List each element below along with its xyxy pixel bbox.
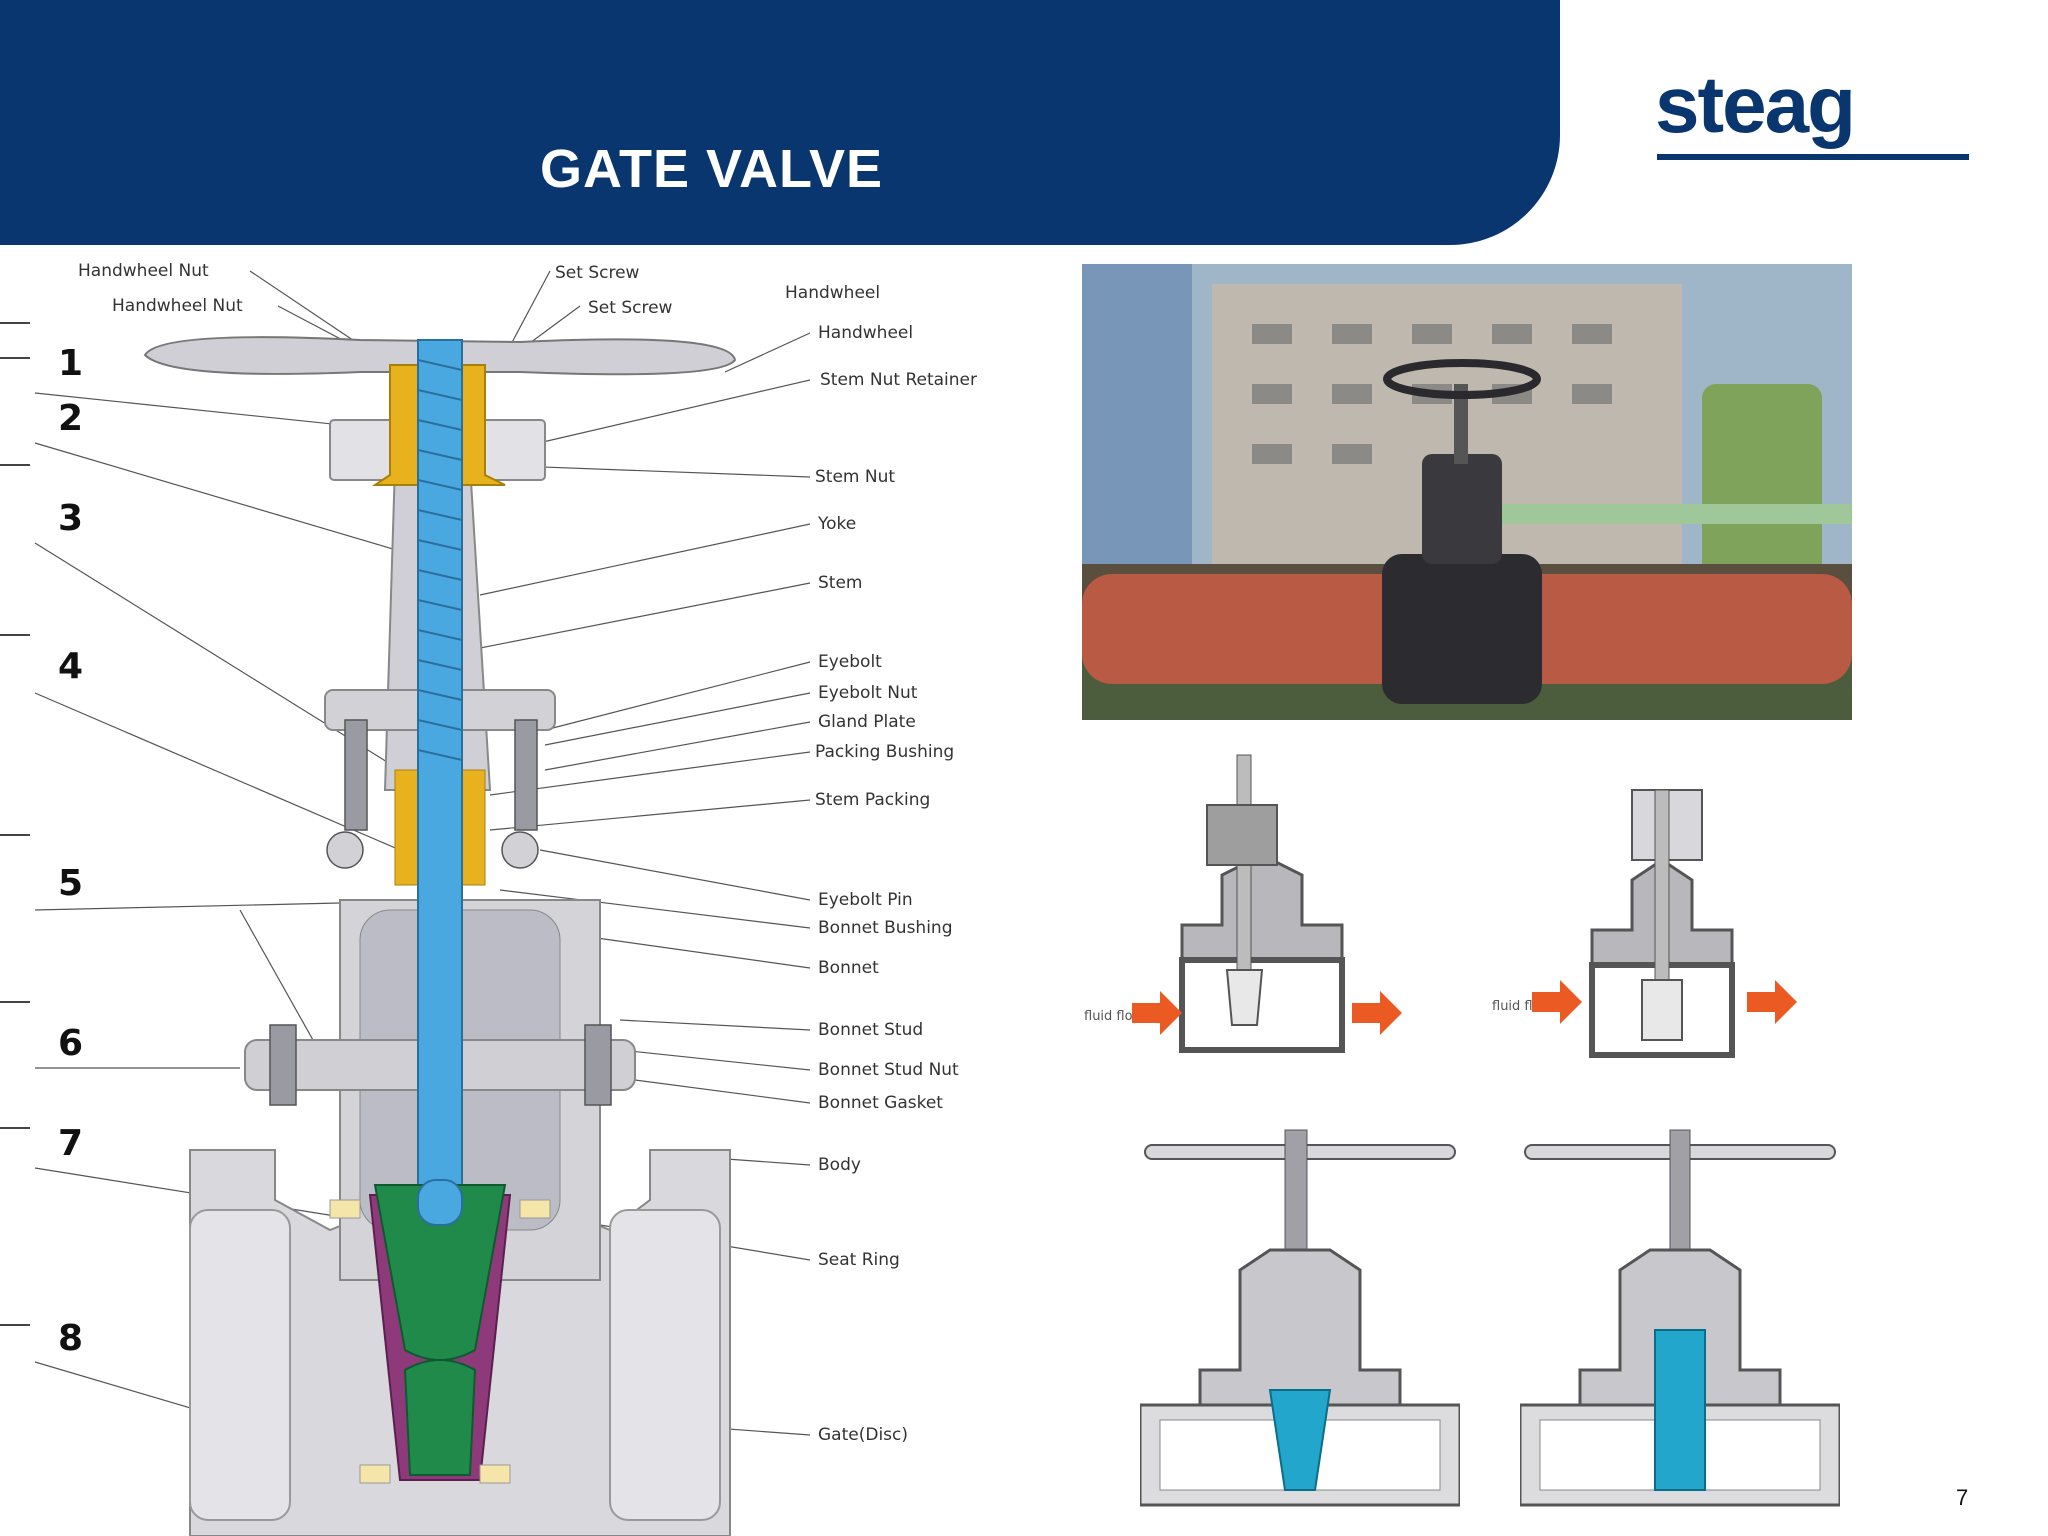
part-labels: Handwheel Nut Set Screw Handwheel Handwh… (78, 261, 977, 1445)
label-body: Body (818, 1155, 861, 1175)
label-top-handwheel-nut: Handwheel Nut (78, 261, 209, 281)
num-2: 2 (58, 398, 83, 439)
svg-text:steag: steag (1655, 70, 1854, 149)
label-yoke: Yoke (817, 514, 856, 534)
label-top-handwheel: Handwheel (785, 283, 880, 303)
label-eyebolt-pin: Eyebolt Pin (818, 890, 913, 910)
label-handwheel: Handwheel (818, 323, 913, 343)
gate-valve-section-4 (1520, 1129, 1840, 1507)
label-gland-plate: Gland Plate (818, 712, 916, 732)
page-number: 7 (1956, 1485, 1969, 1510)
flow-arrow-out-2 (1747, 980, 1797, 1024)
steag-logo: steag (1655, 70, 1969, 160)
label-stem: Stem (818, 573, 862, 593)
num-3: 3 (58, 498, 83, 539)
num-4: 4 (58, 646, 83, 687)
label-eyebolt: Eyebolt (818, 652, 882, 672)
diagram-numbers: 1 2 3 4 5 6 7 8 (58, 343, 83, 1359)
label-set-screw: Set Screw (588, 298, 673, 318)
num-8: 8 (58, 1318, 83, 1359)
slide-title: GATE VALVE (540, 139, 884, 199)
installed-valve-photo (1082, 264, 1852, 720)
gate-valve-cutaway-diagram: 1 2 3 4 5 6 7 8 Handwheel Nut Set Screw … (0, 261, 977, 1536)
label-bonnet-gasket: Bonnet Gasket (818, 1093, 943, 1113)
flow-arrow-in-1 (1132, 991, 1182, 1035)
left-edge-marks (0, 322, 30, 1326)
gate-valve-section-3 (1140, 1129, 1460, 1507)
header-bar (0, 0, 1560, 245)
label-top-set-screw: Set Screw (555, 263, 640, 283)
label-bonnet-bushing: Bonnet Bushing (818, 918, 953, 938)
label-bonnet: Bonnet (818, 958, 879, 978)
label-gate-disc: Gate(Disc) (818, 1425, 908, 1445)
num-7: 7 (58, 1123, 83, 1164)
label-stem-nut: Stem Nut (815, 467, 895, 487)
label-bonnet-stud-nut: Bonnet Stud Nut (818, 1060, 959, 1080)
flow-arrow-in-2 (1532, 980, 1582, 1024)
label-stem-nut-retainer: Stem Nut Retainer (820, 370, 977, 390)
gate-valve-section-1: fluid flow (1084, 754, 1402, 1053)
num-1: 1 (58, 343, 83, 384)
bolts (269, 719, 612, 1106)
num-6: 6 (58, 1023, 83, 1064)
flow-arrow-out-1 (1352, 991, 1402, 1035)
label-stem-packing: Stem Packing (815, 790, 930, 810)
num-5: 5 (58, 863, 83, 904)
flow-label-1: fluid flow (1084, 1009, 1144, 1024)
stem-threads (417, 359, 463, 761)
gate-valve-section-2: fluid flow (1492, 789, 1797, 1058)
label-eyebolt-nut: Eyebolt Nut (818, 683, 918, 703)
label-seat-ring: Seat Ring (818, 1250, 900, 1270)
label-packing-bushing: Packing Bushing (815, 742, 954, 762)
label-handwheel-nut: Handwheel Nut (112, 296, 243, 316)
label-bonnet-stud: Bonnet Stud (818, 1020, 923, 1040)
